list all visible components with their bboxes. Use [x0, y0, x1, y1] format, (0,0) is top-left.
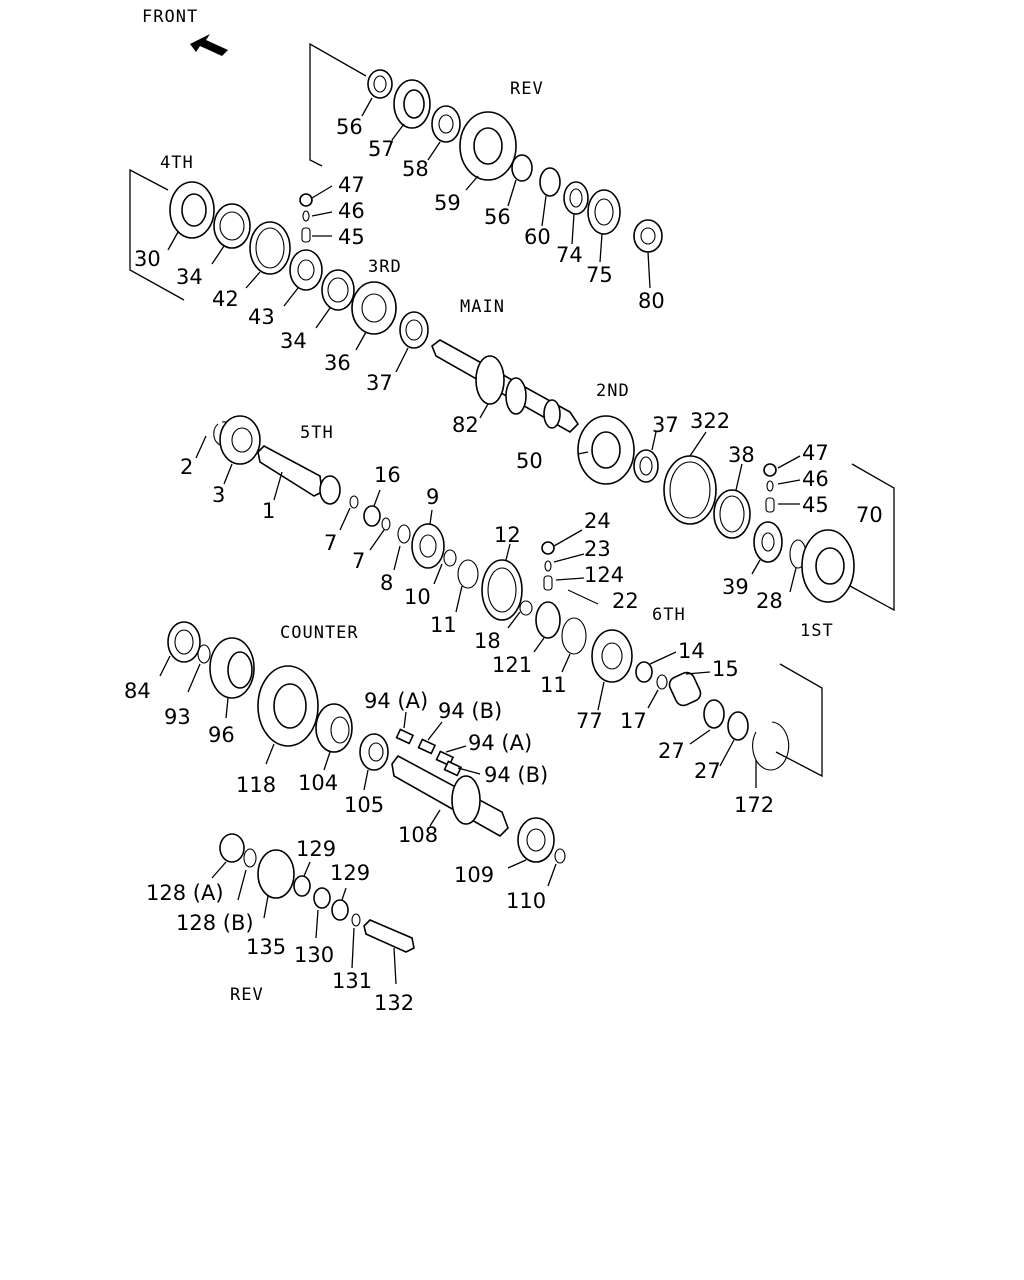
part-label: 128 (A) [146, 881, 224, 905]
part-label: 46 [338, 199, 365, 223]
part-label: 46 [802, 467, 829, 491]
part-label: 37 [652, 413, 679, 437]
part-label: 3 [212, 483, 225, 507]
part-label: 27 [658, 739, 685, 763]
part-label: 132 [374, 991, 414, 1015]
part-label: 17 [620, 709, 647, 733]
group-label-main: MAIN [460, 297, 505, 317]
front-label: FRONT [142, 7, 198, 27]
part-label: 10 [404, 585, 431, 609]
part-label: 11 [540, 673, 567, 697]
part-label: 15 [712, 657, 739, 681]
part-label: 34 [280, 329, 307, 353]
group-label-3rd: 3RD [368, 257, 402, 277]
part-label: 93 [164, 705, 191, 729]
part-label: 75 [586, 263, 613, 287]
part-label: 23 [584, 537, 611, 561]
part-label: 60 [524, 225, 551, 249]
part-label: 42 [212, 287, 239, 311]
part-label: 14 [678, 639, 705, 663]
group-label-6th: 6TH [652, 605, 686, 625]
part-label: 39 [722, 575, 749, 599]
part-label: 8 [380, 571, 393, 595]
group-label-rev-bottom: REV [230, 985, 264, 1005]
front-arrow-icon [190, 34, 228, 56]
part-label: 94 (B) [484, 763, 548, 787]
group-label-2nd: 2ND [596, 381, 630, 401]
part-label: 1 [262, 499, 275, 523]
part-label: 27 [694, 759, 721, 783]
part-label: 47 [802, 441, 829, 465]
main-shaft [431, 339, 580, 433]
part-label: 37 [366, 371, 393, 395]
part-label: 28 [756, 589, 783, 613]
rev-idler-group [211, 833, 415, 985]
part-label: 74 [556, 243, 583, 267]
second-first-group [577, 415, 895, 612]
part-label: 130 [294, 943, 334, 967]
part-label: 47 [338, 173, 365, 197]
part-label: 80 [638, 289, 665, 313]
part-label: 30 [134, 247, 161, 271]
part-label: 59 [434, 191, 461, 215]
part-label: 22 [612, 589, 639, 613]
part-label: 118 [236, 773, 276, 797]
part-label: 7 [324, 531, 337, 555]
group-label-1st: 1ST [800, 621, 834, 641]
part-label: 38 [728, 443, 755, 467]
part-label: 9 [426, 485, 439, 509]
part-label: 16 [374, 463, 401, 487]
part-label: 135 [246, 935, 286, 959]
part-label: 96 [208, 723, 235, 747]
part-label: 129 [296, 837, 336, 861]
part-label: 50 [516, 449, 543, 473]
part-label: 108 [398, 823, 438, 847]
part-label: 94 (A) [364, 689, 428, 713]
part-label: 45 [338, 225, 365, 249]
part-label: 172 [734, 793, 774, 817]
group-label-rev-top: REV [510, 79, 544, 99]
part-label: 36 [324, 351, 351, 375]
part-label: 45 [802, 493, 829, 517]
part-label: 84 [124, 679, 151, 703]
part-label: 7 [352, 549, 365, 573]
part-label: 77 [576, 709, 603, 733]
part-label: 24 [584, 509, 611, 533]
part-label: 56 [336, 115, 363, 139]
part-label: 57 [368, 137, 395, 161]
part-label: 131 [332, 969, 372, 993]
part-label: 12 [494, 523, 521, 547]
part-label: 105 [344, 793, 384, 817]
part-label: 322 [690, 409, 730, 433]
part-label: 56 [484, 205, 511, 229]
counter-shaft-group [159, 621, 566, 887]
rev-shaft-group [309, 42, 663, 289]
part-label: 70 [856, 503, 883, 527]
part-label: 110 [506, 889, 546, 913]
fifth-sixth-group [195, 415, 823, 788]
part-label: 34 [176, 265, 203, 289]
part-label: 128 (B) [176, 911, 254, 935]
group-label-4th: 4TH [160, 153, 194, 173]
part-label: 2 [180, 455, 193, 479]
part-label: 94 (A) [468, 731, 532, 755]
part-label: 94 (B) [438, 699, 502, 723]
part-label: 18 [474, 629, 501, 653]
fourth-third-group [129, 168, 429, 373]
part-label: 82 [452, 413, 479, 437]
part-label: 109 [454, 863, 494, 887]
part-label: 11 [430, 613, 457, 637]
part-label: 43 [248, 305, 275, 329]
part-label: 129 [330, 861, 370, 885]
part-label: 58 [402, 157, 429, 181]
group-label-5th: 5TH [300, 423, 334, 443]
part-label: 124 [584, 563, 624, 587]
part-label: 121 [492, 653, 532, 677]
part-label: 104 [298, 771, 338, 795]
group-label-counter: COUNTER [280, 623, 359, 643]
